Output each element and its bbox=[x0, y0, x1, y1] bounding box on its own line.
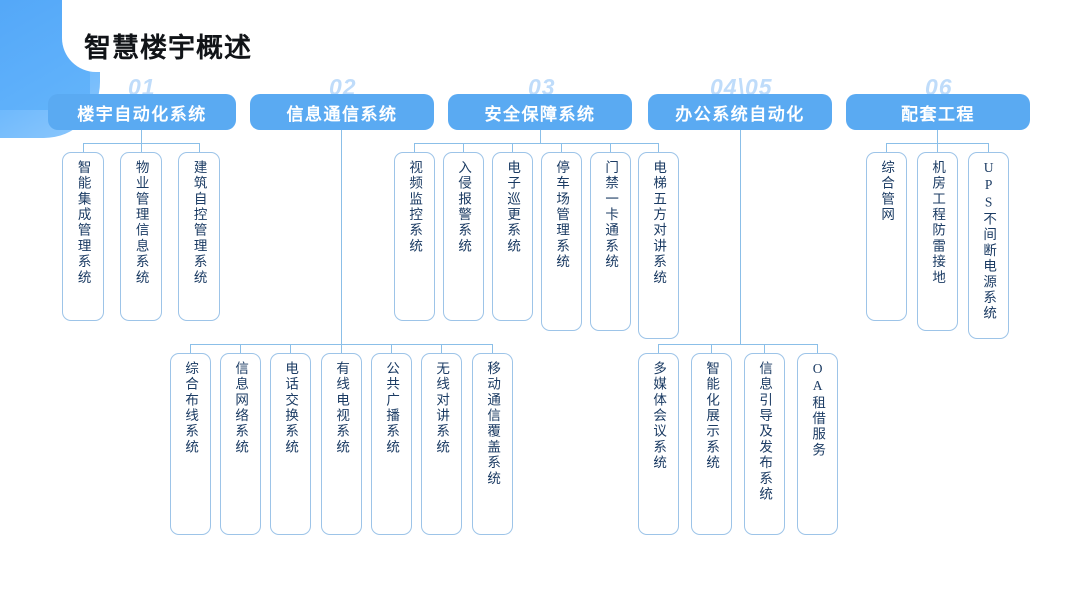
leaf-label: 入侵报警系统 bbox=[456, 160, 472, 255]
leaf-box[interactable]: 电子巡更系统 bbox=[492, 152, 533, 321]
leaf-label: 机房工程防雷接地 bbox=[930, 160, 946, 286]
leaf-label: 门禁一卡通系统 bbox=[603, 160, 619, 270]
leaf-box[interactable]: 机房工程防雷接地 bbox=[917, 152, 958, 331]
leaf-box[interactable]: 视频监控系统 bbox=[394, 152, 435, 321]
leaf-label: 无线对讲系统 bbox=[434, 361, 450, 456]
connector-drop-03-5 bbox=[658, 143, 660, 153]
page-title: 智慧楼宇概述 bbox=[84, 33, 252, 63]
connector-drop-06-0 bbox=[886, 143, 888, 153]
leaf-box[interactable]: 电话交换系统 bbox=[270, 353, 311, 535]
leaf-label: 有线电视系统 bbox=[334, 361, 350, 456]
connector-stem-02 bbox=[341, 130, 343, 344]
connector-drop-01-1 bbox=[141, 143, 143, 153]
leaf-box[interactable]: 有线电视系统 bbox=[321, 353, 362, 535]
connector-drop-01-2 bbox=[199, 143, 201, 153]
leaf-label: 综合管网 bbox=[879, 160, 895, 223]
leaf-box[interactable]: OA租借服务 bbox=[797, 353, 838, 535]
connector-drop-02-4 bbox=[391, 344, 393, 354]
connector-drop-02-3 bbox=[341, 344, 343, 354]
connector-drop-03-3 bbox=[561, 143, 563, 153]
leaf-box[interactable]: 信息引导及发布系统 bbox=[744, 353, 785, 535]
group-tab-06[interactable]: 配套工程 bbox=[846, 94, 1030, 130]
leaf-box[interactable]: 智能集成管理系统 bbox=[62, 152, 104, 321]
leaf-box[interactable]: 多媒体会议系统 bbox=[638, 353, 679, 535]
connector-stem-03 bbox=[540, 130, 542, 144]
connector-bus-03 bbox=[414, 143, 659, 145]
leaf-label: 智能集成管理系统 bbox=[75, 160, 91, 286]
connector-drop-0405-0 bbox=[658, 344, 660, 354]
leaf-box[interactable]: 门禁一卡通系统 bbox=[590, 152, 631, 331]
leaf-box[interactable]: 电梯五方对讲系统 bbox=[638, 152, 679, 339]
connector-drop-0405-2 bbox=[764, 344, 766, 354]
leaf-label: 公共广播系统 bbox=[384, 361, 400, 456]
leaf-box[interactable]: 建筑自控管理系统 bbox=[178, 152, 220, 321]
connector-drop-03-2 bbox=[512, 143, 514, 153]
connector-drop-02-1 bbox=[240, 344, 242, 354]
connector-drop-03-1 bbox=[463, 143, 465, 153]
connector-drop-02-0 bbox=[190, 344, 192, 354]
leaf-label: 综合布线系统 bbox=[183, 361, 199, 456]
leaf-label: OA租借服务 bbox=[810, 361, 826, 459]
connector-drop-03-0 bbox=[414, 143, 416, 153]
connector-drop-0405-3 bbox=[817, 344, 819, 354]
connector-stem-0405 bbox=[740, 130, 742, 344]
leaf-label: 视频监控系统 bbox=[407, 160, 423, 255]
leaf-label: 物业管理信息系统 bbox=[133, 160, 149, 286]
leaf-label: 智能化展示系统 bbox=[704, 361, 720, 471]
leaf-box[interactable]: 入侵报警系统 bbox=[443, 152, 484, 321]
leaf-box[interactable]: 停车场管理系统 bbox=[541, 152, 582, 331]
leaf-box[interactable]: 无线对讲系统 bbox=[421, 353, 462, 535]
leaf-box[interactable]: 智能化展示系统 bbox=[691, 353, 732, 535]
connector-drop-03-4 bbox=[610, 143, 612, 153]
leaf-box[interactable]: 公共广播系统 bbox=[371, 353, 412, 535]
leaf-box[interactable]: 物业管理信息系统 bbox=[120, 152, 162, 321]
connector-drop-0405-1 bbox=[711, 344, 713, 354]
leaf-label: UPS不间断电源系统 bbox=[981, 160, 997, 322]
connector-drop-06-1 bbox=[937, 143, 939, 153]
connector-bus-0405 bbox=[658, 344, 818, 346]
connector-drop-01-0 bbox=[83, 143, 85, 153]
connector-drop-02-2 bbox=[290, 344, 292, 354]
group-tab-03[interactable]: 安全保障系统 bbox=[448, 94, 632, 130]
leaf-label: 移动通信覆盖系统 bbox=[485, 361, 501, 487]
leaf-label: 信息引导及发布系统 bbox=[757, 361, 773, 503]
connector-drop-06-2 bbox=[988, 143, 990, 153]
leaf-label: 信息网络系统 bbox=[233, 361, 249, 456]
leaf-label: 电子巡更系统 bbox=[505, 160, 521, 255]
group-tab-02[interactable]: 信息通信系统 bbox=[250, 94, 434, 130]
connector-drop-02-6 bbox=[492, 344, 494, 354]
leaf-box[interactable]: 综合布线系统 bbox=[170, 353, 211, 535]
leaf-label: 建筑自控管理系统 bbox=[191, 160, 207, 286]
leaf-box[interactable]: 移动通信覆盖系统 bbox=[472, 353, 513, 535]
connector-stem-01 bbox=[141, 130, 143, 144]
leaf-label: 电梯五方对讲系统 bbox=[651, 160, 667, 286]
leaf-box[interactable]: 综合管网 bbox=[866, 152, 907, 321]
leaf-box[interactable]: 信息网络系统 bbox=[220, 353, 261, 535]
leaf-box[interactable]: UPS不间断电源系统 bbox=[968, 152, 1009, 339]
group-tab-01[interactable]: 楼宇自动化系统 bbox=[48, 94, 236, 130]
leaf-label: 多媒体会议系统 bbox=[651, 361, 667, 471]
connector-drop-02-5 bbox=[441, 344, 443, 354]
leaf-label: 停车场管理系统 bbox=[554, 160, 570, 270]
leaf-label: 电话交换系统 bbox=[283, 361, 299, 456]
group-tab-0405[interactable]: 办公系统自动化 bbox=[648, 94, 832, 130]
connector-stem-06 bbox=[937, 130, 939, 144]
